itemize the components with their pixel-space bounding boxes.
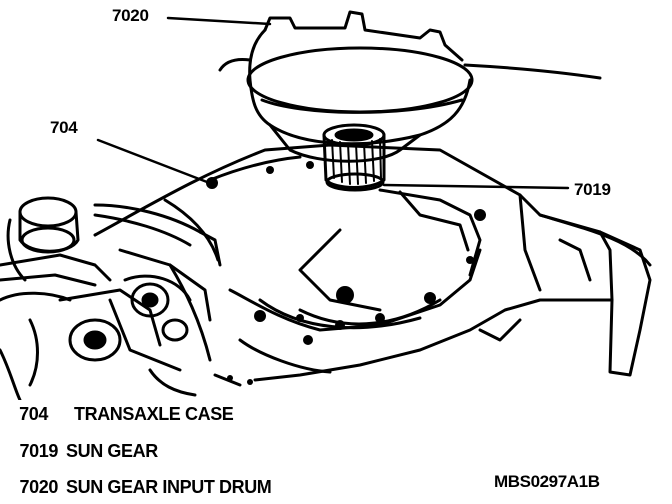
callout-704: 704 — [50, 118, 78, 137]
legend-text: TRANSAXLE CASE — [74, 404, 234, 424]
callout-7019: 7019 — [574, 180, 611, 199]
transaxle-illustration — [0, 10, 652, 400]
figure-code: MBS0297A1B — [494, 472, 600, 491]
legend-number: 7019 — [19, 441, 59, 461]
sun-gear — [322, 123, 386, 192]
leader-lines — [96, 16, 570, 190]
legend-text: SUN GEAR INPUT DRUM — [66, 477, 272, 497]
leader-7019 — [382, 183, 570, 190]
case-bolt-holes — [206, 161, 486, 385]
transaxle-case-outline — [93, 143, 652, 387]
legend-row-sun-gear-input-drum: 7020 SUN GEAR INPUT DRUM — [4, 477, 272, 498]
legend-number: 7020 — [19, 477, 59, 497]
legend-number: 704 — [19, 404, 48, 424]
legend-row-sun-gear: 7019 SUN GEAR — [4, 441, 159, 462]
legend-row-transaxle-case: 704 TRANSAXLE CASE — [4, 404, 234, 425]
sun-gear-input-drum — [218, 10, 602, 163]
leader-704 — [96, 138, 209, 184]
leader-7020 — [166, 16, 272, 26]
legend-text: SUN GEAR — [66, 441, 158, 461]
left-gear-assembly — [0, 196, 222, 400]
callout-7020: 7020 — [112, 6, 149, 25]
